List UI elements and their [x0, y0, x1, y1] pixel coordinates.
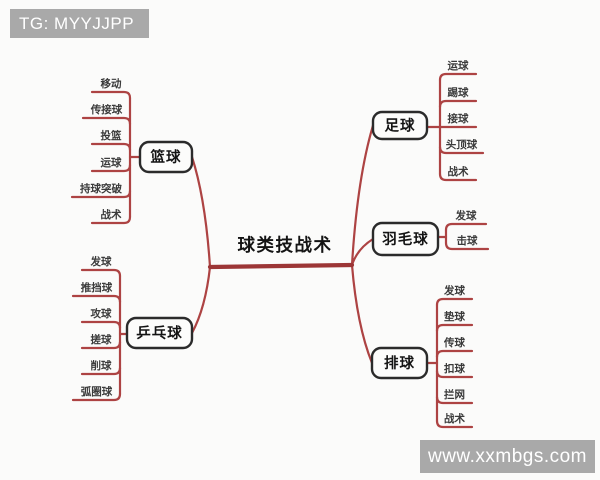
leaf-underline-basketball	[81, 116, 132, 126]
branch-box-table-tennis	[125, 316, 194, 350]
leaf-label-table-tennis: 搓球	[91, 333, 112, 346]
leaf-label-table-tennis: 弧圈球	[81, 385, 113, 398]
leaf-underline-table-tennis	[80, 366, 122, 376]
branch-box-badminton	[371, 221, 440, 257]
leaf-label-volleyball: 垫球	[444, 310, 465, 323]
branch-box-volleyball	[370, 346, 429, 380]
watermark-telegram-text: TG: MYYJJPP	[19, 13, 135, 33]
leaf-label-basketball: 传接球	[90, 103, 123, 116]
leaf-label-badminton: 击球	[457, 234, 478, 247]
branch-label-table-tennis: 乒乓球	[136, 324, 183, 342]
leaf-underline-basketball	[90, 142, 132, 152]
leaf-label-basketball: 移动	[101, 77, 122, 90]
leaf-underline-table-tennis	[71, 294, 122, 304]
branch-label-badminton: 羽毛球	[382, 230, 429, 248]
leaf-underline-table-tennis	[80, 320, 122, 330]
leaf-label-soccer: 战术	[448, 165, 469, 178]
leaf-underline-basketball	[70, 189, 132, 199]
leaf-underline-basketball	[90, 215, 132, 225]
branch-label-soccer: 足球	[385, 117, 416, 135]
leaf-label-basketball: 运球	[101, 156, 122, 169]
leaf-underline-table-tennis	[80, 340, 122, 350]
root-underline	[207, 262, 355, 270]
branch-box-soccer	[371, 110, 429, 141]
leaf-label-soccer: 踢球	[448, 86, 469, 99]
leaf-underline-soccer	[438, 72, 478, 82]
leaf-label-basketball: 持球突破	[80, 182, 122, 195]
leaf-underline-table-tennis	[80, 268, 122, 278]
leaf-label-volleyball: 战术	[444, 412, 465, 425]
watermark-website-text: www.xxmbgs.com	[427, 445, 588, 467]
leaf-label-soccer: 接球	[448, 112, 469, 125]
leaf-label-basketball: 战术	[101, 208, 122, 221]
connector-badminton	[350, 237, 375, 267]
leaf-label-volleyball: 发球	[443, 284, 465, 297]
leaf-underline-volleyball	[435, 297, 474, 307]
branch-label-basketball: 篮球	[150, 148, 182, 166]
leaf-label-badminton: 发球	[455, 209, 477, 222]
leaf-underline-basketball	[90, 163, 132, 173]
leaf-label-soccer: 运球	[448, 59, 469, 72]
leaf-underline-volleyball	[435, 395, 474, 405]
leaf-underline-soccer	[438, 172, 478, 182]
branch-box-basketball	[138, 140, 194, 174]
leaf-underline-volleyball	[435, 419, 474, 429]
leaf-underline-soccer	[438, 145, 485, 155]
leaf-label-table-tennis: 攻球	[91, 307, 112, 320]
leaf-label-volleyball: 扣球	[444, 362, 465, 375]
leaf-underline-volleyball	[435, 349, 474, 359]
root-label: 球类技战术	[238, 235, 333, 256]
leaf-underline-volleyball	[435, 323, 474, 333]
leaf-label-table-tennis: 发球	[90, 255, 112, 268]
leaf-label-soccer: 头顶球	[446, 138, 478, 151]
connector-basketball	[190, 155, 212, 269]
leaf-underline-volleyball	[435, 369, 474, 379]
leaf-label-volleyball: 拦网	[444, 388, 465, 401]
connector-table-tennis	[190, 265, 212, 335]
leaf-underline-basketball	[90, 90, 132, 100]
leaf-underline-badminton	[444, 222, 488, 232]
connector-soccer	[350, 124, 375, 267]
connector-volleyball	[350, 263, 374, 365]
leaf-label-table-tennis: 推挡球	[81, 281, 113, 294]
leaf-underline-table-tennis	[71, 392, 122, 402]
watermark-telegram: TG: MYYJJPP	[10, 9, 149, 38]
leaf-label-basketball: 投篮	[101, 129, 122, 142]
leaf-label-table-tennis: 削球	[91, 359, 112, 372]
leaf-label-volleyball: 传球	[443, 336, 465, 349]
leaf-underline-badminton	[444, 241, 490, 251]
leaf-underline-soccer	[438, 99, 478, 109]
watermark-website: www.xxmbgs.com	[420, 440, 595, 473]
branch-label-volleyball: 排球	[384, 354, 415, 372]
